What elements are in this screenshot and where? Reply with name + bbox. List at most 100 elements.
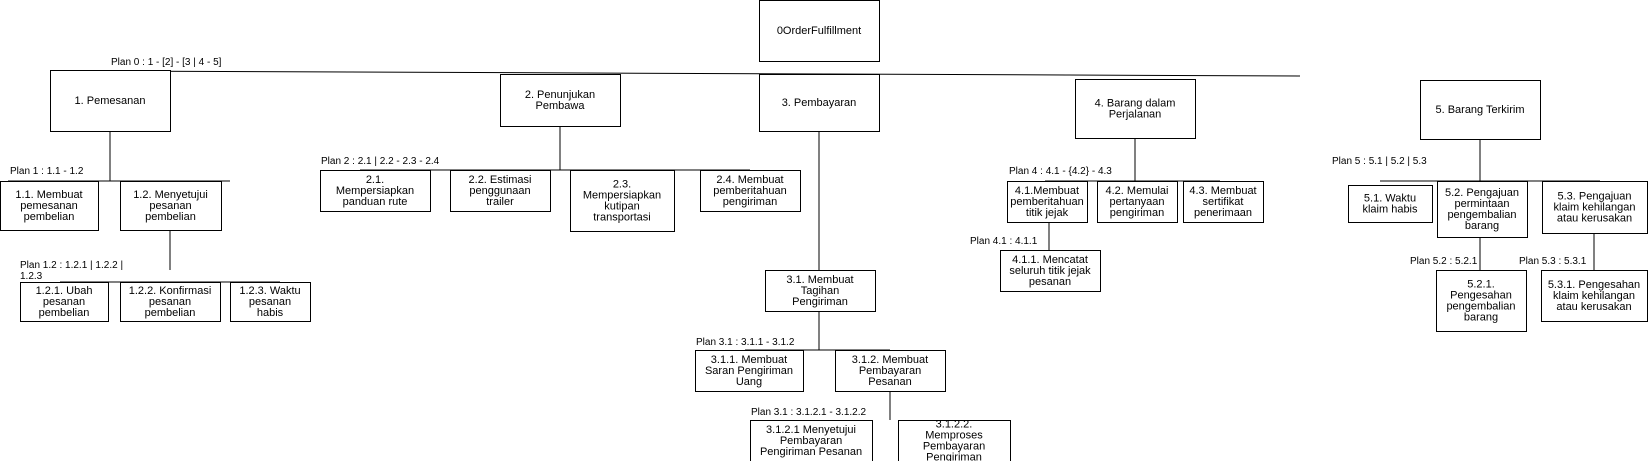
task-node-n3: 3. Pembayaran xyxy=(759,74,880,132)
task-node-box xyxy=(1542,181,1648,234)
plan-labels: Plan 0 : 1 - [2] - [3 | 4 - 5] Plan 1 : 1… xyxy=(10,57,1587,418)
task-node-label: 0OrderFulfillment xyxy=(777,25,861,37)
task-node-box xyxy=(320,170,431,212)
task-node-box xyxy=(1541,270,1648,322)
task-node-label: 3. Pembayaran xyxy=(782,97,857,109)
task-node-n5: 5. Barang Terkirim xyxy=(1420,80,1541,140)
plan-label-p4: Plan 4 : 4.1 - {4.2} - 4.3 xyxy=(1009,166,1112,177)
connector-line xyxy=(111,70,1301,77)
task-node-box xyxy=(759,0,880,62)
task-node-box xyxy=(1436,270,1527,332)
task-node-n1: 1. Pemesanan xyxy=(50,70,171,132)
task-node-root: 0OrderFulfillment xyxy=(759,0,880,62)
plan-label-p2: Plan 2 : 2.1 | 2.2 - 2.3 - 2.4 xyxy=(321,156,440,167)
plan-label-p41: Plan 4.1 : 4.1.1 xyxy=(970,236,1038,247)
task-node-label: 1. Pemesanan xyxy=(75,95,146,107)
task-node-box xyxy=(1183,181,1264,223)
task-node-box xyxy=(1097,181,1178,223)
task-node-box xyxy=(230,282,311,322)
task-node-box xyxy=(759,74,880,132)
task-node-box xyxy=(1348,185,1433,223)
plan-label-p5: Plan 5 : 5.1 | 5.2 | 5.3 xyxy=(1332,156,1427,167)
task-node-box xyxy=(765,270,876,312)
task-node-box xyxy=(1075,79,1196,139)
task-node-box xyxy=(50,70,171,132)
task-node-box xyxy=(835,350,946,392)
plan-label-p53: Plan 5.3 : 5.3.1 xyxy=(1519,256,1587,267)
plan-label-p312: Plan 3.1 : 3.1.2.1 - 3.1.2.2 xyxy=(751,407,867,418)
task-node-box xyxy=(695,350,804,392)
task-node-box xyxy=(120,181,222,231)
task-node-box xyxy=(0,181,99,231)
task-node-box xyxy=(1007,181,1088,223)
task-node-box xyxy=(750,420,873,461)
task-node-box xyxy=(450,170,551,212)
task-node-box xyxy=(20,282,109,322)
plan-label-p0: Plan 0 : 1 - [2] - [3 | 4 - 5] xyxy=(111,57,222,68)
task-node-box xyxy=(1000,250,1101,292)
task-node-box xyxy=(700,170,801,212)
task-node-box xyxy=(120,282,221,322)
task-node-box xyxy=(1420,80,1541,140)
task-node-box xyxy=(570,170,675,232)
task-node-box xyxy=(1437,181,1528,238)
plan-label-p1: Plan 1 : 1.1 - 1.2 xyxy=(10,166,84,177)
task-node-box xyxy=(500,74,621,127)
plan-label-p12: Plan 1.2 : 1.2.1 | 1.2.2 |1.2.3 xyxy=(20,260,123,282)
plan-label-p31: Plan 3.1 : 3.1.1 - 3.1.2 xyxy=(696,337,795,348)
task-node-label: 5. Barang Terkirim xyxy=(1435,104,1524,116)
plan-label-p52: Plan 5.2 : 5.2.1 xyxy=(1410,256,1478,267)
